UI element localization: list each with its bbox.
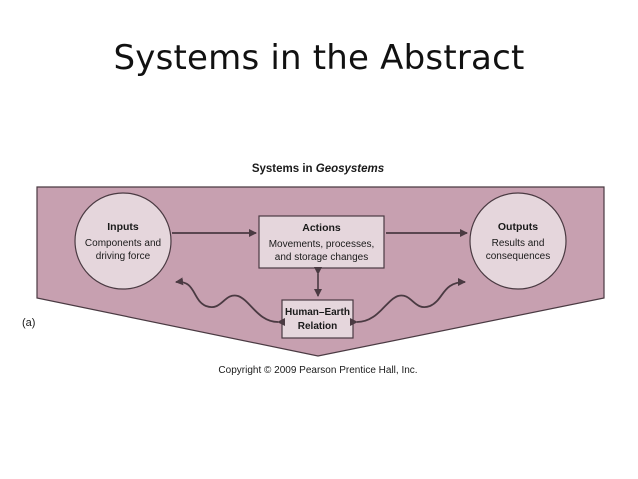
figure-header: Systems in Geosystems — [252, 163, 384, 175]
wavy-arrow-relation-inputs — [175, 277, 286, 327]
relation-line1: Human–Earth — [285, 307, 350, 318]
actions-line1: Movements, processes, — [269, 239, 375, 250]
relation-line2: Relation — [298, 321, 337, 332]
panel-label: (a) — [22, 317, 35, 329]
inputs-line1: Components and — [85, 238, 161, 249]
human-earth-relation-node: Human–Earth Relation — [281, 299, 354, 339]
actions-title: Actions — [302, 222, 341, 234]
slide-title: Systems in the Abstract — [113, 38, 525, 78]
inputs-line2: driving force — [96, 251, 151, 262]
outputs-line2: consequences — [486, 251, 551, 262]
outputs-title: Outputs — [498, 221, 538, 233]
inputs-title: Inputs — [107, 221, 139, 233]
actions-node: Actions Movements, processes, and storag… — [258, 215, 385, 269]
outputs-line1: Results and — [492, 238, 545, 249]
actions-line2: and storage changes — [275, 252, 368, 263]
inputs-node: Inputs Components and driving force — [74, 192, 172, 290]
figure-header-italic: Geosystems — [316, 163, 384, 175]
figure-header-prefix: Systems in — [252, 163, 316, 175]
outputs-node: Outputs Results and consequences — [469, 192, 567, 290]
wavy-arrow-relation-outputs — [349, 278, 466, 327]
copyright-text: Copyright © 2009 Pearson Prentice Hall, … — [218, 365, 417, 376]
